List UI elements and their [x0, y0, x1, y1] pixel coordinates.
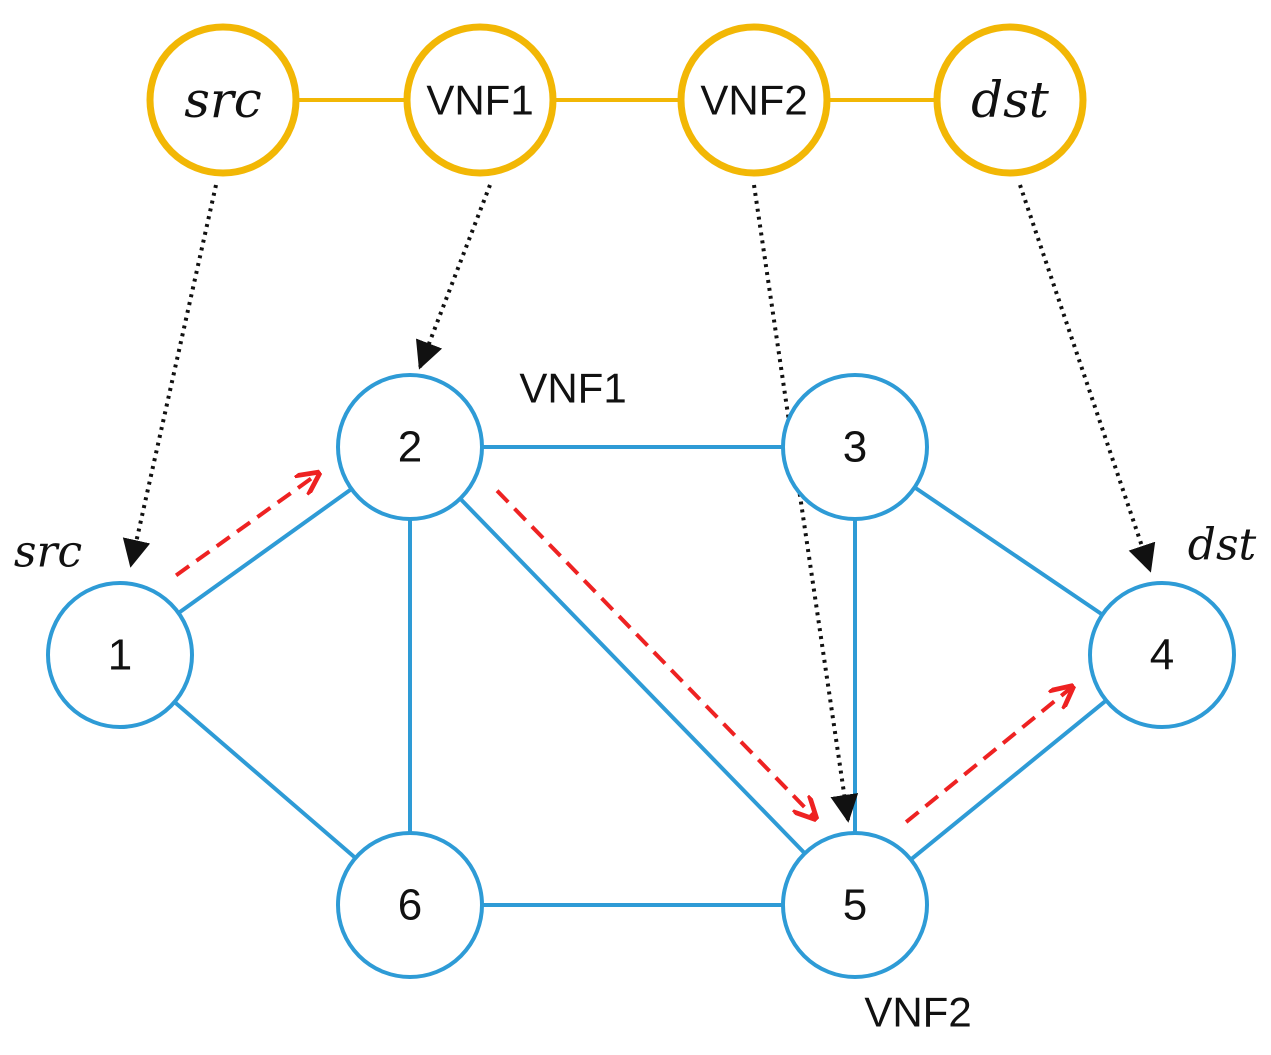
annotation-vnf1: VNF1: [519, 365, 626, 412]
annotation-dst: dst: [1188, 520, 1257, 571]
network-edges: [173, 445, 1108, 907]
network-edge-n2-n5: [458, 497, 807, 855]
network-edge-n3-n4: [913, 485, 1104, 617]
network-node-6-circle: [336, 831, 484, 979]
network-node-4-label: 4: [1150, 631, 1174, 680]
path-arrow-n2-n5: [495, 489, 814, 817]
network-node-6-label: 6: [398, 881, 422, 930]
network-node-3-label: 3: [843, 423, 867, 472]
path-arrow-n1-n2: [174, 475, 316, 578]
network-edge-n1-n2: [177, 487, 353, 615]
network-node-4: 4: [1088, 581, 1236, 729]
mapping-arrow-dst-n4: [1018, 184, 1156, 573]
chain-node-src-circle: [146, 23, 300, 177]
network-node-4-circle: [1088, 581, 1236, 729]
path-arrow-n5-n4: [904, 688, 1070, 824]
network-node-1-circle: [46, 581, 194, 729]
network-node-1-label: 1: [108, 631, 132, 680]
annotation-vnf2: VNF2: [864, 989, 971, 1036]
chain-node-src: src: [146, 23, 300, 177]
network-node-3-circle: [781, 373, 929, 521]
network-node-1: 1: [46, 581, 194, 729]
annotation-src: src: [14, 527, 82, 578]
chain-node-dst: dst: [933, 23, 1087, 177]
chain-node-src-label: src: [184, 71, 262, 129]
network-node-5-label: 5: [843, 881, 867, 930]
mapping-arrow-vnf2-n5: [752, 184, 859, 823]
network-node-3: 3: [781, 373, 929, 521]
network-node-2-circle: [336, 373, 484, 521]
network-node-5-circle: [781, 831, 929, 979]
chain-node-vnf1-label: VNF1: [426, 77, 533, 124]
network-edge-n5-n4: [909, 698, 1108, 862]
mapping-arrows: [122, 184, 1156, 823]
chain-node-vnf1-circle: [403, 23, 557, 177]
network-node-2-label: 2: [398, 423, 422, 472]
network-node-2: 2: [336, 373, 484, 521]
chain-node-dst-circle: [933, 23, 1087, 177]
mapping-arrow-vnf1-n2: [415, 184, 492, 370]
mapping-arrow-src-n1: [122, 184, 218, 568]
network-edge-n1-n6: [173, 700, 357, 860]
network-node-5: 5: [781, 831, 929, 979]
chain-node-vnf2: VNF2: [677, 23, 831, 177]
chain-node-vnf2-label: VNF2: [700, 77, 807, 124]
chain-node-dst-label: dst: [971, 71, 1050, 129]
chain-node-vnf1: VNF1: [403, 23, 557, 177]
chain-node-vnf2-circle: [677, 23, 831, 177]
network-node-6: 6: [336, 831, 484, 979]
embedding-path: [174, 475, 1070, 824]
